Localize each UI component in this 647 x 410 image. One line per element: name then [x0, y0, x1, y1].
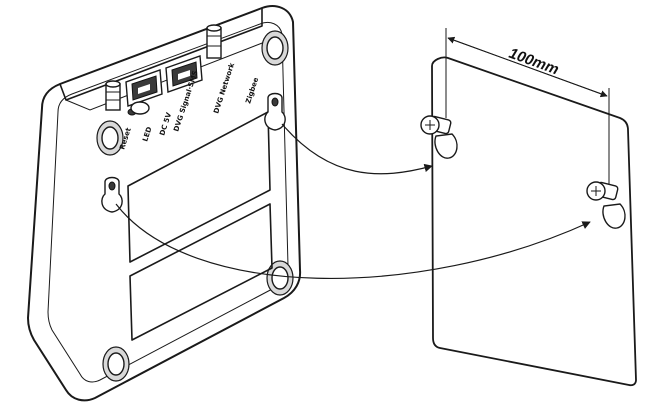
back-panel-upper: [127, 111, 271, 263]
label-port2: DVG Network: [212, 62, 236, 115]
mounting-arrow-upper: [281, 123, 433, 175]
rubber-foot-bottom-right: [266, 260, 294, 296]
dimension-label: 100mm: [507, 45, 561, 79]
rubber-foot-top-left: [96, 120, 124, 156]
antenna-connector-right: [206, 24, 222, 59]
router-body-outline: [27, 5, 302, 402]
label-led: LED: [141, 126, 153, 143]
rubber-foot-top-right: [261, 30, 289, 66]
ethernet-port-1: [125, 69, 163, 107]
dimension-indicator: 100mm: [445, 28, 610, 186]
router-device: Reset LED DC 5V DVG Signal·SMS DVG Netwo…: [27, 5, 302, 402]
wall-surface: [431, 56, 637, 387]
wall-plate-outline: [431, 56, 637, 387]
antenna-connector-left: [105, 80, 121, 111]
phillips-screw-icon: [586, 181, 626, 229]
mounting-arrow-lower: [115, 203, 591, 279]
label-zigbee: Zigbee: [244, 76, 260, 104]
dc-jack: [130, 101, 150, 115]
phillips-screw-icon: [420, 115, 458, 159]
ethernet-port-2: [165, 55, 203, 93]
label-dc: DC 5V: [158, 111, 173, 137]
keyhole-slot-icon: [264, 92, 286, 131]
rubber-foot-bottom-left: [102, 346, 130, 382]
back-panel-lower: [129, 203, 273, 341]
keyhole-slot-icon: [101, 176, 123, 213]
